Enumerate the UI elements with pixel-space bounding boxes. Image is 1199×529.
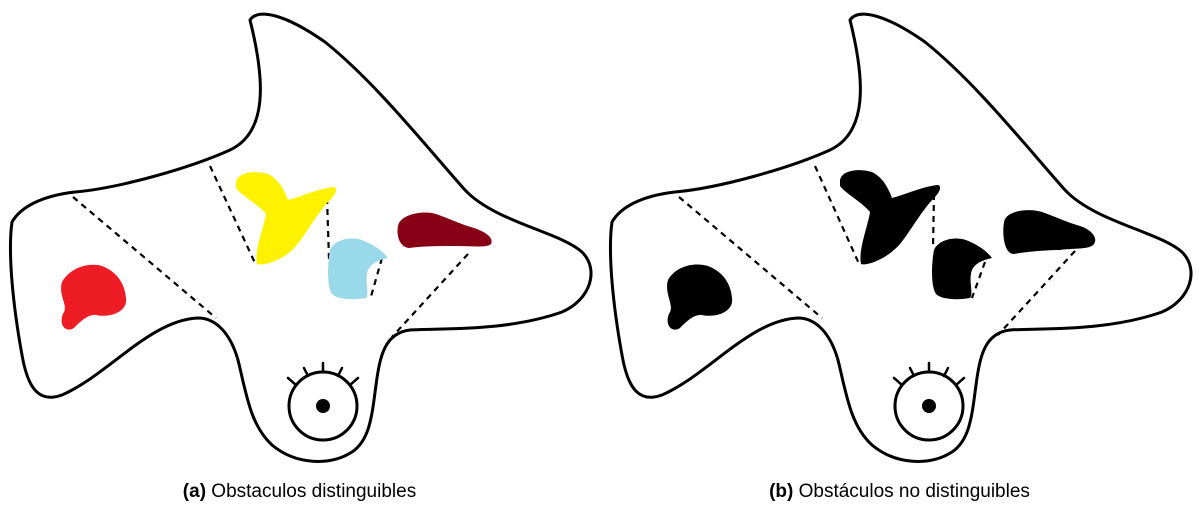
visibility-line	[933, 194, 934, 248]
caption-a: (a) Obstaculos distinguibles	[0, 481, 599, 503]
robot-center	[316, 399, 330, 413]
caption-b-label: (b)	[769, 481, 793, 502]
robot	[894, 363, 964, 440]
robot-center	[922, 399, 936, 413]
obstacle-red	[667, 265, 732, 330]
obstacle-yellow	[840, 170, 940, 264]
visibility-line	[998, 251, 1075, 335]
visibility-line	[327, 198, 329, 259]
caption-b: (b) Obstáculos no distinguibles	[600, 481, 1199, 503]
obstacle-red	[61, 265, 126, 330]
visibility-line	[392, 254, 468, 337]
obstacle-dark-red	[1003, 210, 1095, 254]
panel-a	[0, 0, 599, 478]
panel-b	[600, 0, 1199, 478]
obstacle-yellow	[236, 172, 336, 264]
visibility-line	[972, 262, 985, 298]
obstacle-dark-red	[398, 213, 492, 249]
caption-a-text: Obstaculos distinguibles	[206, 481, 416, 502]
caption-a-label: (a)	[183, 481, 206, 502]
obstacle-light-blue	[932, 238, 992, 299]
caption-b-text: Obstáculos no distinguibles	[793, 481, 1030, 502]
robot	[288, 363, 358, 440]
